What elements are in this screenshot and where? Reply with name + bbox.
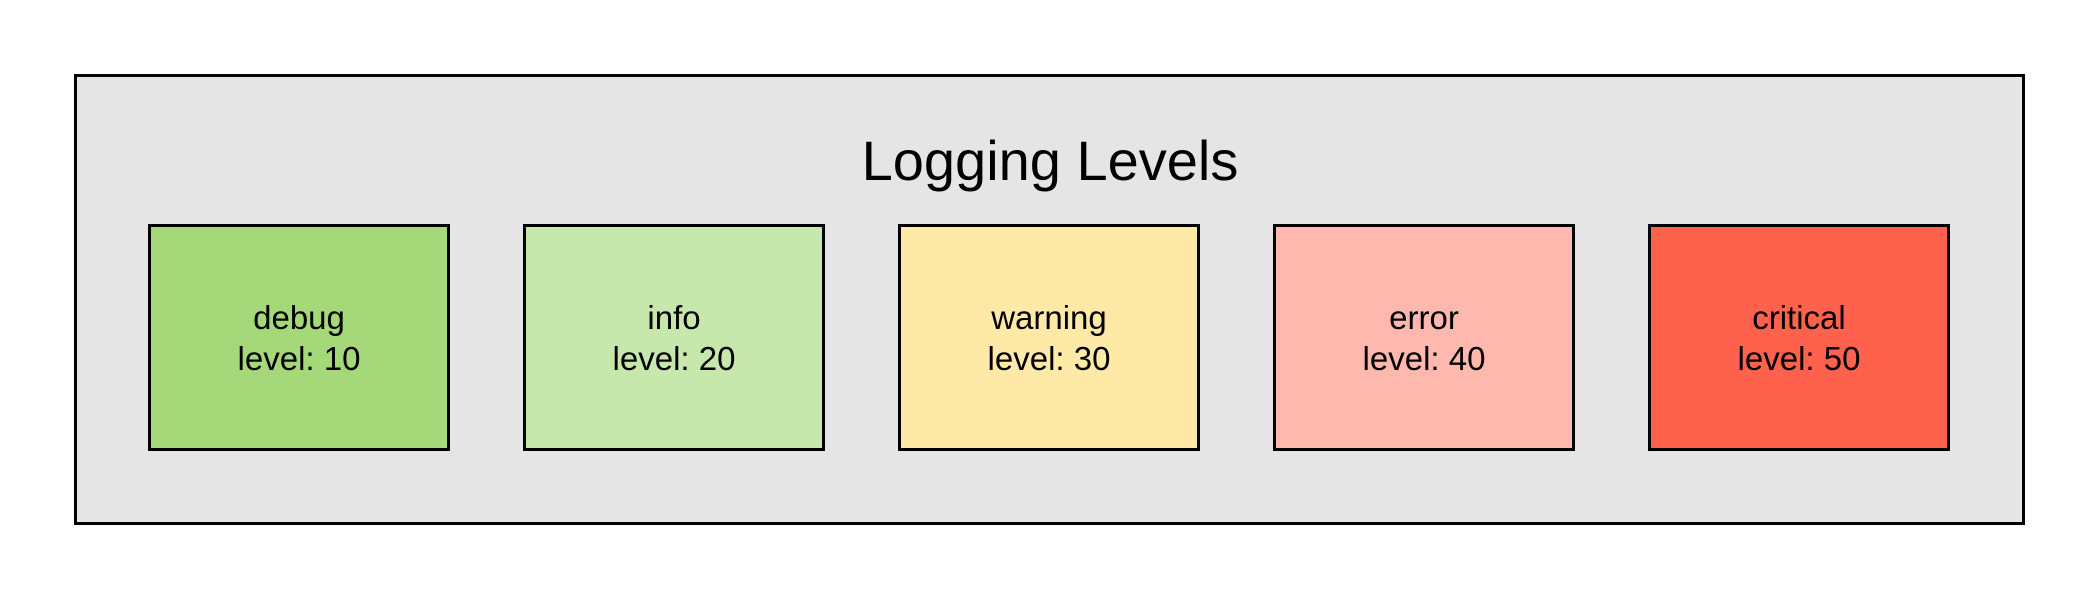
level-value: level: 20 [612, 339, 736, 377]
level-value: level: 10 [237, 339, 361, 377]
level-box-critical: critical level: 50 [1648, 224, 1950, 451]
level-name: info [647, 298, 701, 336]
level-value: level: 50 [1737, 339, 1861, 377]
level-name: warning [991, 298, 1107, 336]
level-box-error: error level: 40 [1273, 224, 1575, 451]
level-box-debug: debug level: 10 [148, 224, 450, 451]
diagram-title: Logging Levels [861, 129, 1239, 192]
level-name: error [1389, 298, 1459, 336]
level-name: debug [253, 298, 345, 336]
level-value: level: 40 [1362, 339, 1486, 377]
level-value: level: 30 [987, 339, 1111, 377]
level-box-info: info level: 20 [523, 224, 825, 451]
level-box-warning: warning level: 30 [898, 224, 1200, 451]
level-name: critical [1752, 298, 1846, 336]
